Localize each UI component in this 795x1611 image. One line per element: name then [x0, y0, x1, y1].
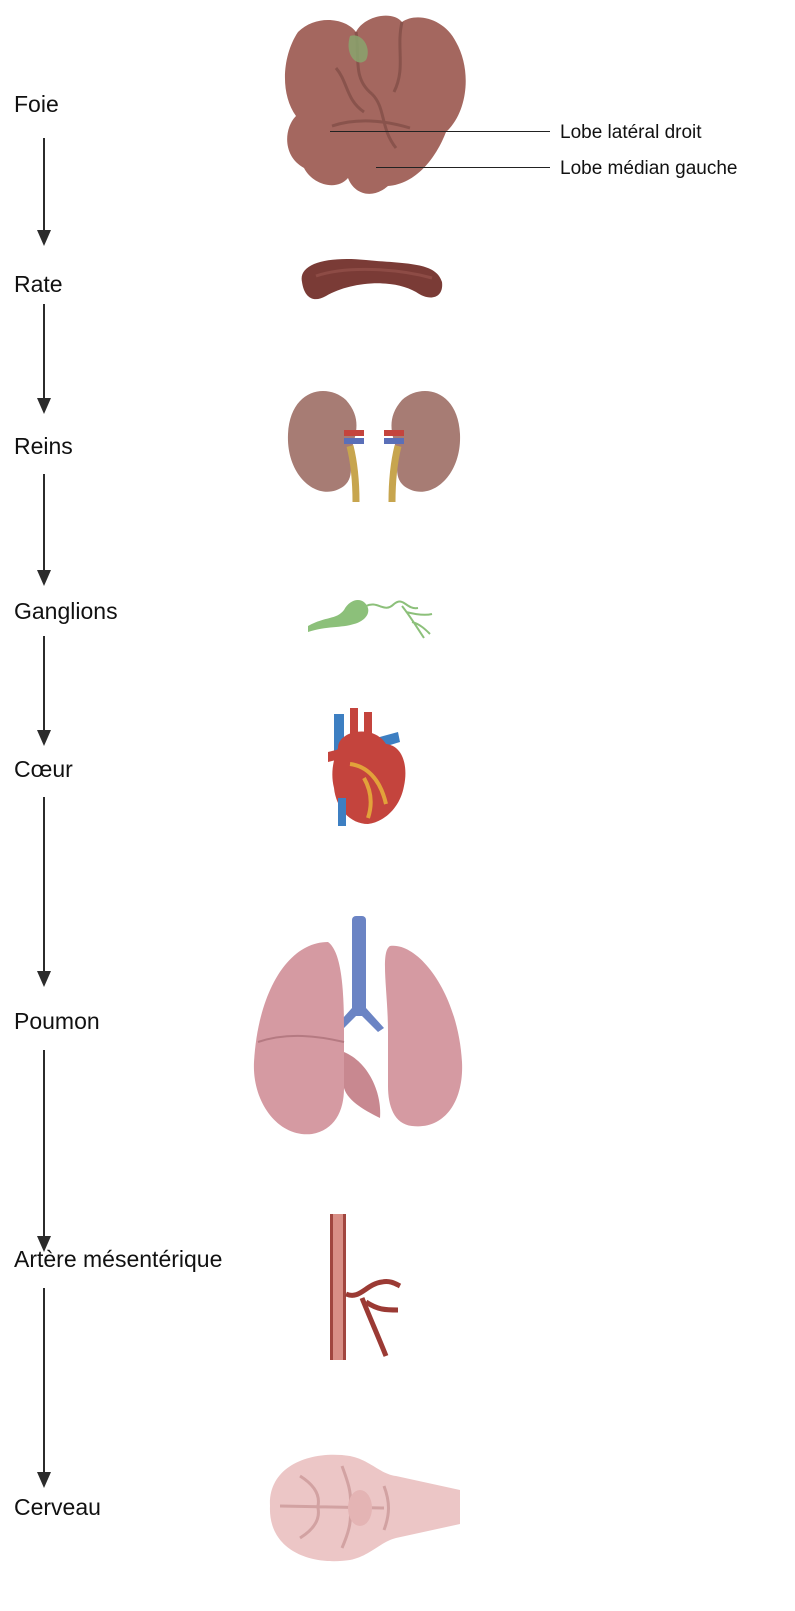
organ-label-coeur: Cœur: [14, 758, 73, 781]
flow-arrow-4: [38, 636, 50, 746]
organ-label-rate: Rate: [14, 273, 63, 296]
flow-arrow-7: [38, 1288, 50, 1488]
flow-arrow-6: [38, 1050, 50, 1252]
lungs-icon: [248, 912, 470, 1144]
flow-arrow-5: [38, 797, 50, 987]
organ-label-poumon: Poumon: [14, 1010, 100, 1033]
ganglion-icon: [306, 586, 436, 642]
organ-label-ganglions: Ganglions: [14, 600, 118, 623]
kidneys-icon: [286, 382, 462, 504]
heart-icon: [320, 708, 412, 828]
flow-arrow-1: [38, 138, 50, 246]
mesenteric-artery-icon: [326, 1214, 404, 1360]
organ-label-reins: Reins: [14, 435, 73, 458]
leader-line-lobe-lateral-droit: [330, 131, 550, 132]
spleen-icon: [296, 252, 446, 304]
callout-lobe-lateral-droit: Lobe latéral droit: [560, 123, 702, 142]
organ-label-cerveau: Cerveau: [14, 1496, 101, 1519]
flow-arrow-2: [38, 304, 50, 414]
flow-arrow-3: [38, 474, 50, 586]
brain-icon: [260, 1446, 466, 1570]
organ-label-foie: Foie: [14, 93, 59, 116]
leader-line-lobe-median-gauche: [376, 167, 550, 168]
callout-lobe-median-gauche: Lobe médian gauche: [560, 159, 737, 178]
liver-icon: [276, 8, 476, 200]
